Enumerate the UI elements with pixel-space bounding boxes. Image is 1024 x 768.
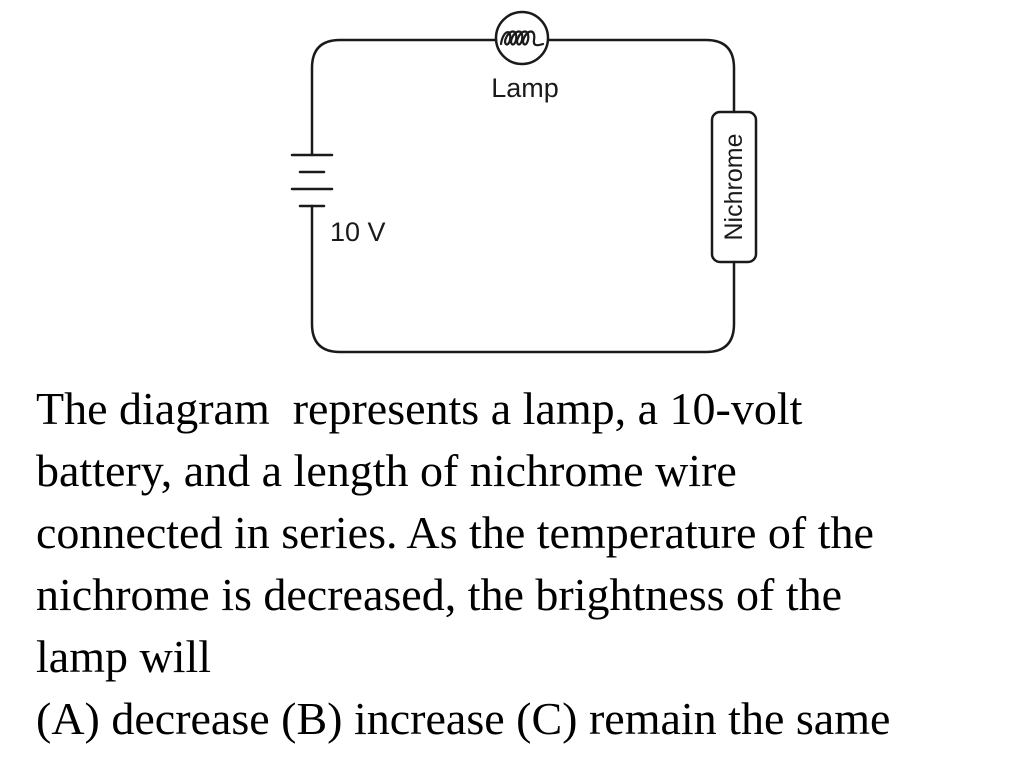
question-line: connected in series. As the temperature … <box>36 507 874 558</box>
lamp-bulb <box>494 10 550 66</box>
lamp-filament <box>499 30 545 47</box>
wire-right-bottom <box>310 204 736 354</box>
question-text: The diagram represents a lamp, a 10-volt… <box>36 378 1006 750</box>
question-line: nichrome is decreased, the brightness of… <box>36 569 843 620</box>
answer-choices: (A) decrease (B) increase (C) remain the… <box>36 693 891 744</box>
question-line: lamp will <box>36 631 212 682</box>
circuit-diagram: Lamp 10 V Nichrome <box>290 10 758 354</box>
battery-label: 10 V <box>330 217 386 247</box>
wire-top-right <box>546 38 736 114</box>
lamp-label: Lamp <box>491 73 559 103</box>
question-line: The diagram represents a lamp, a 10-volt <box>36 383 803 434</box>
nichrome-resistor <box>710 110 758 264</box>
wire-top-left <box>310 38 498 157</box>
question-line: battery, and a length of nichrome wire <box>36 445 737 496</box>
resistor-label: Nichrome <box>720 134 748 241</box>
